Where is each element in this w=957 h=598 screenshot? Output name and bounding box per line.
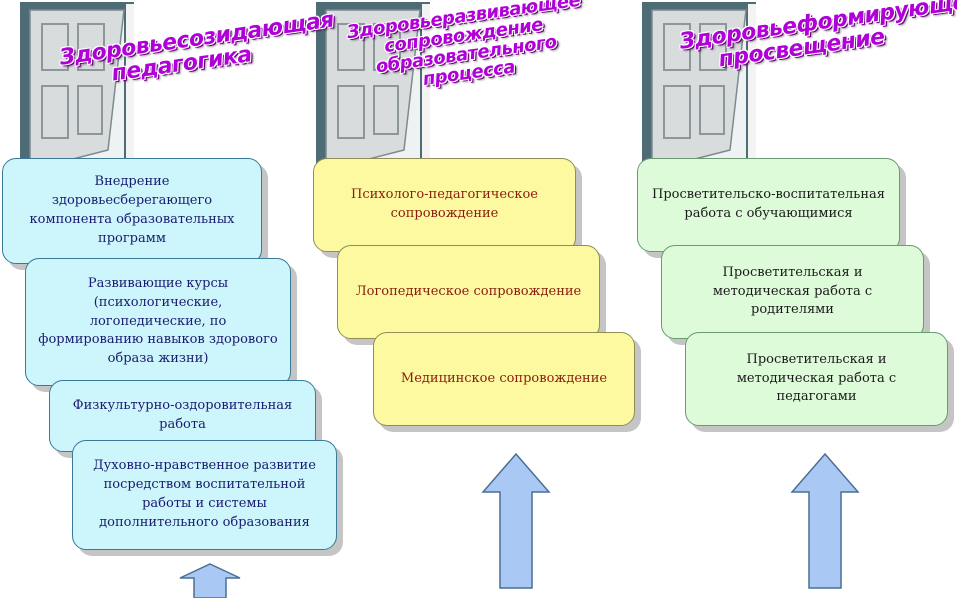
box-text: Развивающие курсы (психологические, лого… bbox=[38, 275, 278, 367]
box-text: Логопедическое сопровождение bbox=[355, 283, 582, 299]
column-1-box-2: Развивающие курсы (психологические, лого… bbox=[25, 258, 291, 386]
column-2-box-2: Логопедическое сопровождение bbox=[337, 245, 600, 339]
box-text: Духовно-нравственное развитие посредство… bbox=[93, 458, 316, 530]
box-text: Просветительская и методическая работа с… bbox=[736, 351, 897, 405]
open-door-icon bbox=[314, 0, 432, 170]
column-2-box-3: Медицинское сопровождение bbox=[373, 332, 635, 426]
column-1-box-1: Внедрение здоровьесберегающего компонент… bbox=[2, 158, 262, 264]
open-door-icon bbox=[18, 0, 136, 170]
up-arrow-icon bbox=[178, 562, 242, 598]
box-text: Просветительско-воспитательная работа с … bbox=[651, 187, 886, 221]
column-3-box-1: Просветительско-воспитательная работа с … bbox=[637, 158, 900, 252]
open-door-icon bbox=[640, 0, 758, 170]
up-arrow-icon bbox=[481, 452, 551, 590]
column-1-box-4: Духовно-нравственное развитие посредство… bbox=[72, 440, 337, 550]
column-3-box-3: Просветительская и методическая работа с… bbox=[685, 332, 948, 426]
column-3-box-2: Просветительская и методическая работа с… bbox=[661, 245, 924, 339]
box-text: Внедрение здоровьесберегающего компонент… bbox=[29, 174, 235, 246]
box-text: Медицинское сопровождение bbox=[400, 370, 608, 386]
box-text: Физкультурно-оздоровительная работа bbox=[72, 398, 293, 432]
box-text: Психолого-педагогическое сопровождение bbox=[351, 187, 538, 221]
box-text: Просветительская и методическая работа с… bbox=[712, 264, 873, 318]
column-2-box-1: Психолого-педагогическое сопровождение bbox=[313, 158, 576, 252]
up-arrow-icon bbox=[790, 452, 860, 590]
